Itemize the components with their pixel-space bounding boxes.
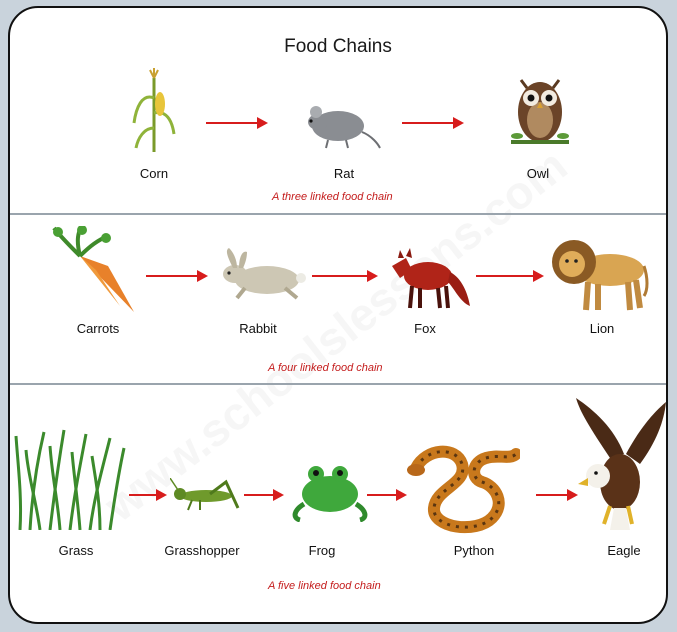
arrow-rabbit-to-fox	[312, 270, 378, 282]
divider-1	[10, 213, 666, 215]
fox-image	[386, 244, 472, 310]
carrots-image	[50, 226, 142, 316]
caption-four-link: A four linked food chain	[268, 362, 383, 374]
arrow-grass-to-grasshopper	[129, 489, 167, 501]
lion-image	[550, 234, 650, 314]
food-chains-panel: www.schoolslessons.com Food Chains Corn	[8, 6, 668, 624]
python-image	[406, 438, 520, 538]
label-frog: Frog	[309, 543, 336, 558]
caption-three-link: A three linked food chain	[272, 191, 393, 203]
label-python: Python	[454, 543, 494, 558]
arrow-frog-to-python	[367, 489, 407, 501]
label-rat: Rat	[334, 166, 354, 181]
arrow-grasshopper-to-frog	[244, 489, 284, 501]
caption-five-link: A five linked food chain	[268, 580, 381, 592]
owl-image	[507, 70, 573, 150]
grass-image	[14, 426, 126, 530]
label-grass: Grass	[59, 543, 94, 558]
grasshopper-image	[170, 478, 242, 512]
label-grasshopper: Grasshopper	[164, 543, 239, 558]
label-corn: Corn	[140, 166, 168, 181]
rat-image	[302, 104, 382, 150]
label-owl: Owl	[527, 166, 549, 181]
frog-image	[290, 460, 368, 522]
label-fox: Fox	[414, 321, 436, 336]
label-rabbit: Rabbit	[239, 321, 277, 336]
eagle-image	[570, 398, 668, 534]
arrow-corn-to-rat	[206, 117, 268, 129]
diagram-title: Food Chains	[10, 36, 666, 58]
corn-image	[132, 68, 176, 153]
rabbit-image	[215, 248, 307, 300]
arrow-fox-to-lion	[476, 270, 544, 282]
arrow-carrots-to-rabbit	[146, 270, 208, 282]
label-eagle: Eagle	[607, 543, 640, 558]
label-carrots: Carrots	[77, 321, 120, 336]
divider-2	[10, 383, 666, 385]
arrow-rat-to-owl	[402, 117, 464, 129]
label-lion: Lion	[590, 321, 615, 336]
arrow-python-to-eagle	[536, 489, 578, 501]
